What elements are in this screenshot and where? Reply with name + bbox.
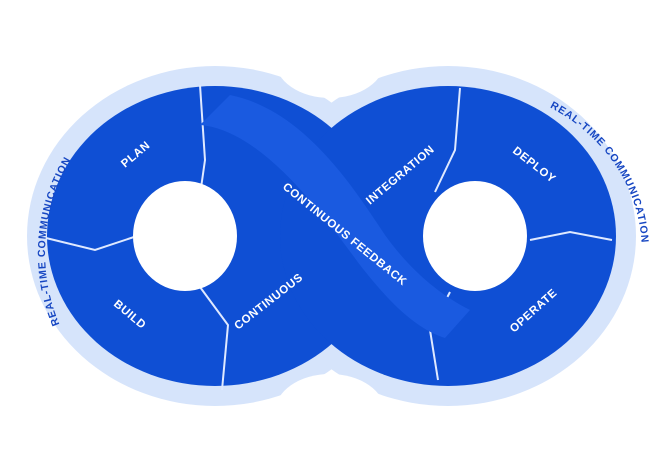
divider-deploy-operate — [529, 230, 613, 241]
lobe-holes — [133, 181, 527, 291]
divider-plan-continuous — [199, 84, 207, 196]
right-hole — [423, 181, 527, 291]
feedback-band — [200, 95, 470, 338]
neck-gap-top — [275, 22, 385, 98]
feedback-band-shape — [200, 95, 470, 338]
divider-integration-deploy — [434, 87, 461, 193]
segment-dividers — [45, 84, 613, 391]
left-hole — [133, 181, 237, 291]
infinity-lobes — [47, 86, 616, 386]
neck-gap-bottom — [275, 374, 385, 449]
divider-plan-build — [45, 234, 141, 252]
divider-build-continuous — [199, 286, 230, 391]
